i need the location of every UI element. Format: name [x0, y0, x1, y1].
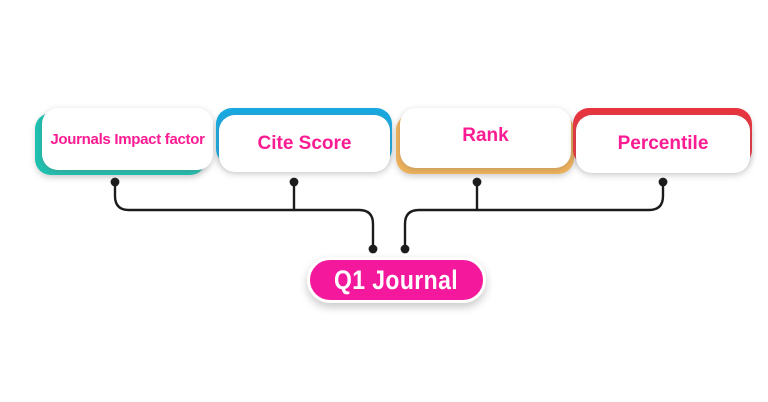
- center-node-q1-journal: Q1 Journal: [307, 257, 486, 303]
- connection-dot: [368, 244, 378, 254]
- node-label: Percentile: [617, 133, 709, 154]
- node-card: Journals Impact factor: [42, 108, 213, 170]
- node-label: Cite Score: [257, 132, 352, 154]
- connection-dot: [658, 177, 668, 187]
- connection-dot: [289, 177, 299, 187]
- node-card: Cite Score: [219, 115, 390, 172]
- connection-dot: [472, 177, 482, 187]
- node-journals-impact-factor: Journals Impact factor: [35, 108, 213, 175]
- node-cite-score: Cite Score: [216, 108, 392, 172]
- node-percentile: Percentile: [573, 108, 752, 173]
- node-card: Percentile: [576, 115, 750, 173]
- connection-dot: [110, 177, 120, 187]
- node-label: Rank: [462, 125, 509, 146]
- connection-dot: [400, 244, 410, 254]
- node-rank: Rank: [396, 108, 574, 174]
- connector-path-percentile: [403, 181, 665, 248]
- node-card: Rank: [400, 108, 571, 168]
- connector-path-impact-factor: [113, 181, 375, 248]
- center-node-label: Q1 Journal: [334, 264, 459, 295]
- node-label: Journals Impact factor: [50, 130, 205, 148]
